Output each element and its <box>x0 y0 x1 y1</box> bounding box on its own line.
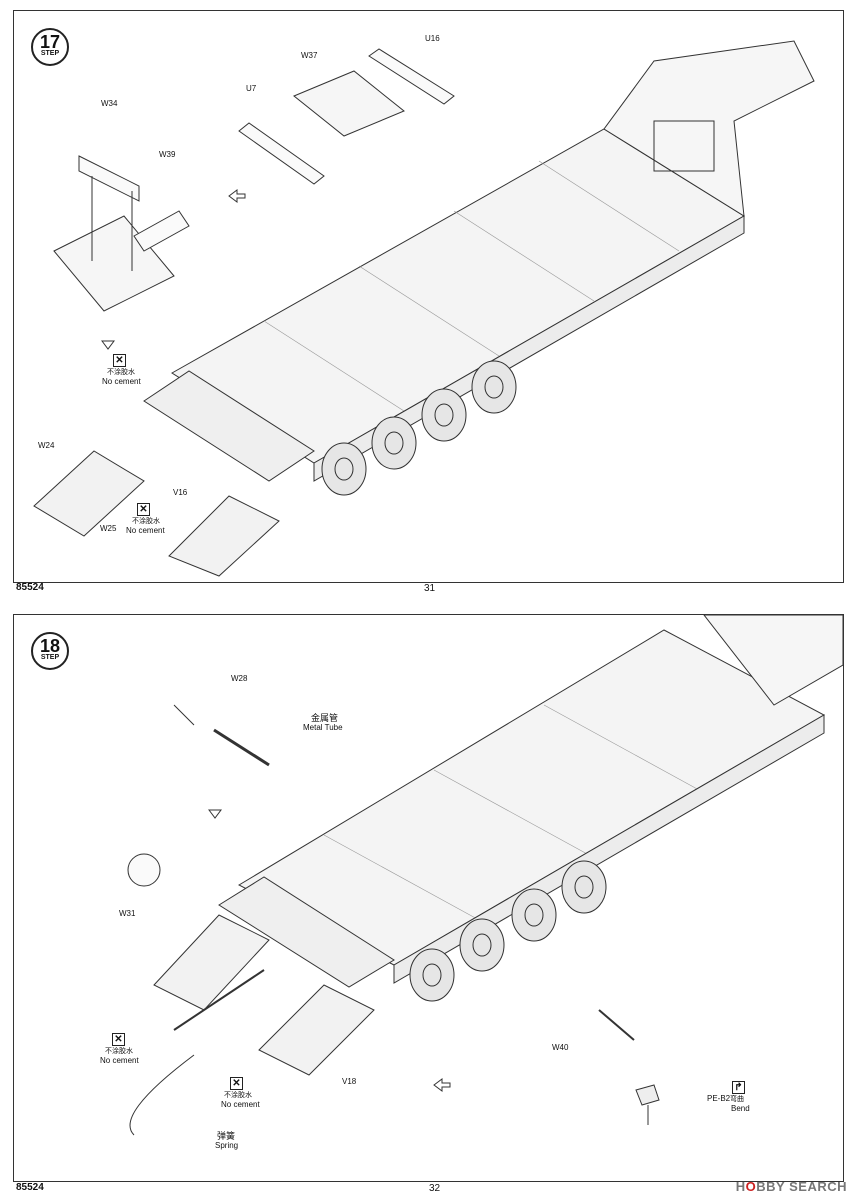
kit-number: 85524 <box>16 1182 44 1193</box>
part-label-w24: W24 <box>38 441 55 450</box>
no-cement-icon: ✕ <box>230 1077 243 1090</box>
part-label-w28: W28 <box>231 674 248 683</box>
no-cement-icon: ✕ <box>112 1033 125 1046</box>
step-18-drawing <box>127 615 843 1136</box>
no-cement-cjk: 不涂胶水 <box>132 518 160 525</box>
no-cement-label: No cement <box>100 1056 139 1065</box>
watermark-prefix: H <box>735 1179 746 1194</box>
bend-icon: ↱ <box>732 1081 745 1094</box>
page-number: 32 <box>429 1183 441 1194</box>
no-cement-cjk: 不涂胶水 <box>107 369 135 376</box>
watermark-accent: O <box>745 1179 757 1194</box>
part-label-u7: U7 <box>246 84 257 93</box>
watermark-rest: BBY SEARCH <box>756 1179 847 1194</box>
part-label-w31: W31 <box>119 909 136 918</box>
no-cement-label: No cement <box>126 526 165 535</box>
part-label-v18: V18 <box>342 1077 357 1086</box>
page-number: 31 <box>424 583 436 594</box>
part-label-w39: W39 <box>159 150 176 159</box>
kit-number: 85524 <box>16 582 44 593</box>
step-number: 18 <box>39 636 61 656</box>
no-cement-label: No cement <box>102 377 141 386</box>
no-cement-label: No cement <box>221 1100 260 1109</box>
no-cement-icon: ✕ <box>113 354 126 367</box>
part-label-w34: W34 <box>101 99 118 108</box>
no-cement-cjk: 不涂胶水 <box>105 1048 133 1055</box>
step-18-panel: 18 STEP W28 金属管 Metal Tube W31 W40 PE-B2… <box>13 614 844 1182</box>
step-number: 17 <box>39 32 61 52</box>
watermark-logo: HOBBY SEARCH <box>736 1179 847 1194</box>
no-cement-cjk: 不涂胶水 <box>224 1092 252 1099</box>
no-cement-icon: ✕ <box>137 503 150 516</box>
spring-cjk: 弹簧 <box>217 1131 236 1141</box>
part-label-v16: V16 <box>173 488 188 497</box>
part-label-w40: W40 <box>552 1043 569 1052</box>
bend-cjk: 弯曲 <box>730 1096 744 1103</box>
step-badge: 18 STEP <box>31 632 69 670</box>
metal-tube-label: Metal Tube <box>303 723 343 732</box>
step-17-panel: 17 STEP U16 W37 U7 W34 W39 W24 W25 V16 ✕… <box>13 10 844 583</box>
step-17-drawing <box>33 40 815 577</box>
bend-label: Bend <box>731 1104 750 1113</box>
step-word: STEP <box>40 654 60 661</box>
part-label-pe-b2: PE-B2 <box>707 1094 731 1103</box>
part-label-w25: W25 <box>100 524 117 533</box>
metal-tube-cjk: 金属管 <box>311 713 339 723</box>
spring-label: Spring <box>215 1141 239 1150</box>
part-label-u16: U16 <box>425 34 440 43</box>
part-label-w37: W37 <box>301 51 318 60</box>
step-word: STEP <box>40 50 60 57</box>
step-badge: 17 STEP <box>31 28 69 66</box>
